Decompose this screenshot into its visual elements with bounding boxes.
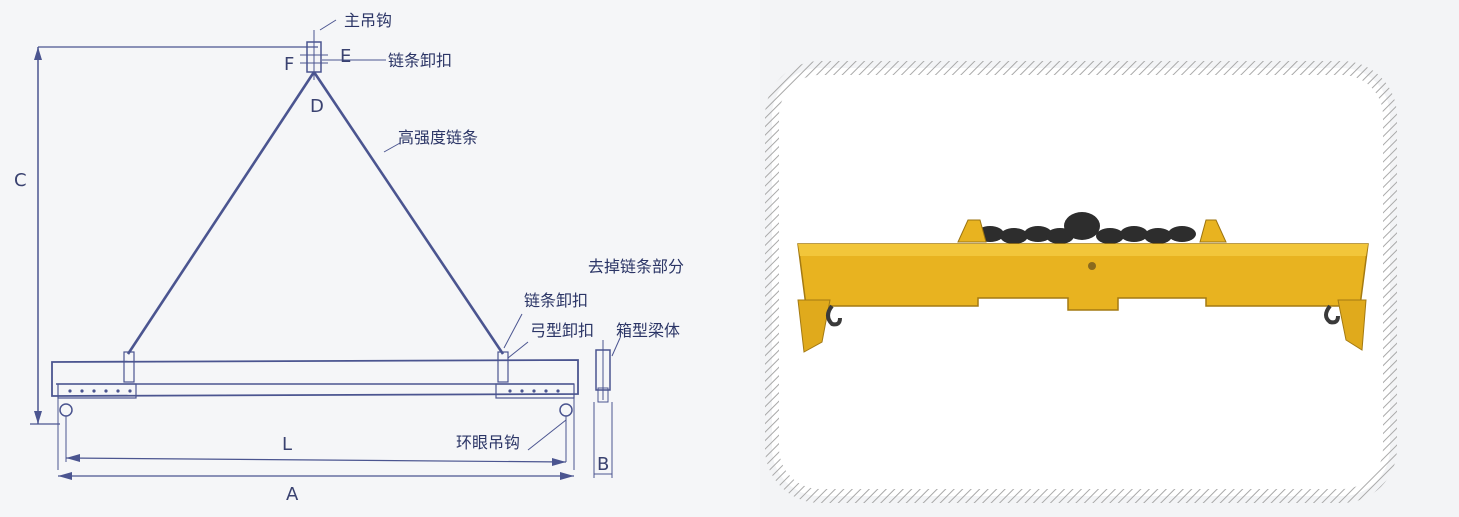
- dimension-l-arrow-left: [66, 454, 80, 462]
- dimension-a-arrow-right: [560, 472, 574, 480]
- dimension-label-e: E: [340, 46, 351, 67]
- beam-end-right: [1337, 299, 1367, 351]
- dimension-l-line: [65, 457, 567, 463]
- beam-hook-right: [1324, 304, 1340, 325]
- section-view: [593, 340, 613, 478]
- beam-body: [51, 359, 579, 397]
- dimension-label-l: L: [282, 434, 292, 455]
- end-plate-right: [495, 383, 575, 399]
- dimension-l-arrow-right: [552, 458, 566, 466]
- dimension-label-a: A: [286, 484, 299, 505]
- dimension-label-d: D: [310, 96, 324, 117]
- chain-leg-left: [126, 71, 316, 355]
- dimension-c-arrow-top: [34, 47, 42, 60]
- end-plate-left: [57, 383, 137, 399]
- label-main-hook: 主吊钩: [344, 11, 392, 30]
- label-box-beam: 箱型梁体: [616, 321, 680, 340]
- drawing-background: [0, 0, 760, 517]
- box-beam-drawing: [51, 351, 579, 470]
- section-hook: [597, 387, 609, 403]
- yellow-lifting-beam: [797, 212, 1369, 353]
- dimension-label-f: F: [284, 54, 294, 75]
- label-chain-shackle-top: 链条卸扣: [388, 51, 452, 70]
- label-remove-chain-part: 去掉链条部分: [588, 257, 684, 276]
- bolt-holes: [68, 389, 560, 393]
- dimension-label-b: B: [597, 454, 609, 475]
- chain-on-beam: [976, 212, 1196, 244]
- bow-shackle-right: [497, 351, 509, 383]
- label-bow-shackle: 弓型卸扣: [530, 321, 594, 340]
- beam-lug-right: [1199, 219, 1227, 243]
- label-high-strength-chain: 高强度链条: [398, 128, 478, 147]
- dimension-c-arrow-bottom: [34, 411, 42, 424]
- beam-lug-left: [957, 219, 987, 243]
- dimension-label-c: C: [14, 170, 27, 191]
- chain-leg-right: [312, 71, 505, 355]
- beam-top-face: [798, 244, 1368, 256]
- label-eye-hook: 环眼吊钩: [456, 433, 520, 452]
- dimension-a-arrow-left: [58, 472, 72, 480]
- beam-end-left: [797, 299, 831, 353]
- technical-drawing: 主吊钩 链条卸扣 高强度链条 去掉链条部分 链条卸扣 弓型卸扣 箱型梁体 环眼吊…: [0, 0, 760, 517]
- label-chain-shackle-bottom: 链条卸扣: [524, 291, 588, 310]
- leader-lines: [319, 19, 621, 451]
- beam-center-hole: [1088, 262, 1096, 270]
- beam-hook-left: [826, 304, 842, 327]
- bow-shackle-left: [123, 351, 135, 383]
- product-photo: [765, 61, 1397, 503]
